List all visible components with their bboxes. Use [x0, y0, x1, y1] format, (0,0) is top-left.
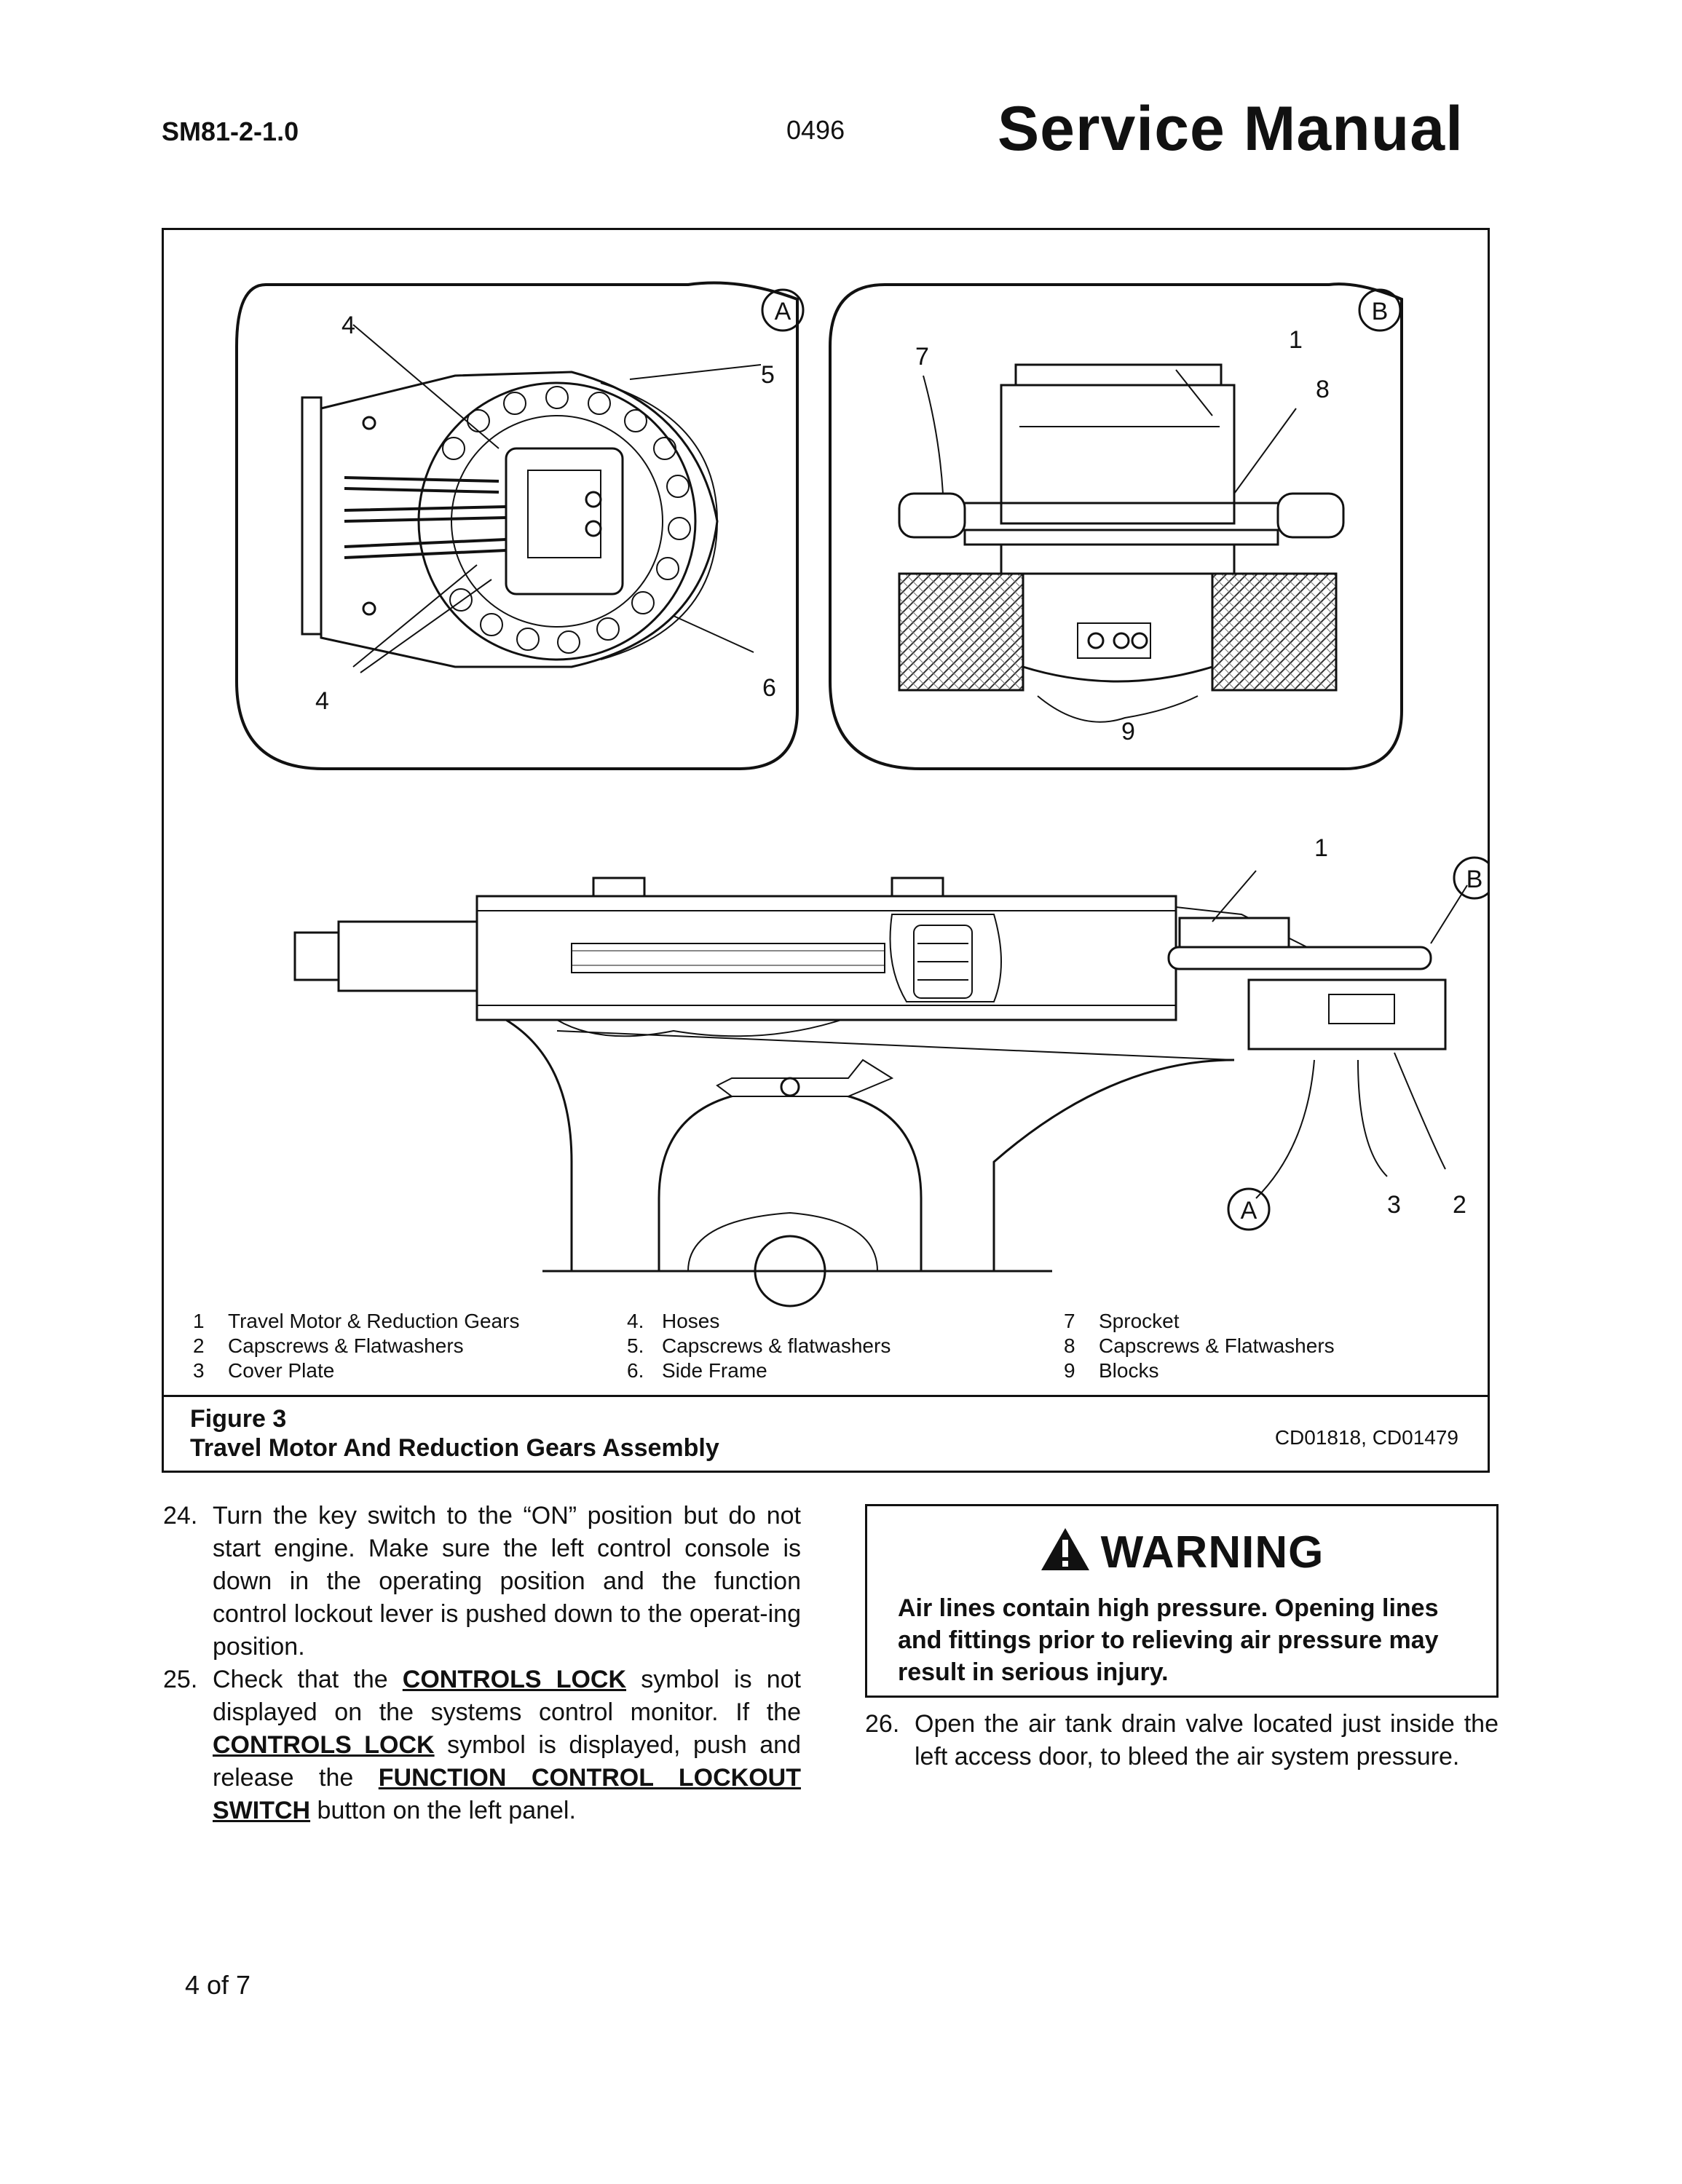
figure-frame: A 4 5 4 6 B 7 1 8 [162, 228, 1490, 1473]
callout-a: A [775, 298, 791, 325]
figure-label: Figure 3 [190, 1405, 287, 1433]
warning-triangle-icon [1041, 1528, 1089, 1570]
step-26: 26. Open the air tank drain valve locate… [865, 1710, 1499, 1770]
callout-8: 8 [1316, 376, 1330, 403]
step-25: 25. Check that the CONTROLS LOCK symbol … [163, 1666, 802, 1824]
bolt-circle [442, 386, 691, 654]
doc-number: SM81-2-1.0 [162, 116, 299, 146]
callout-main-b: B [1466, 866, 1483, 893]
legend-item: Capscrews & Flatwashers [228, 1334, 464, 1357]
drawing-codes: CD01818, CD01479 [1274, 1426, 1458, 1449]
callout-7: 7 [915, 343, 929, 371]
callout-6: 6 [762, 674, 776, 702]
right-column-steps: 26. Open the air tank drain valve locate… [865, 1708, 1499, 1773]
callout-4: 4 [341, 312, 355, 339]
figure-caption: Figure 3 Travel Motor And Reduction Gear… [164, 1395, 1488, 1471]
legend-item: Hoses [662, 1310, 720, 1332]
callout-b: B [1372, 298, 1389, 325]
legend-column-2: 4.Hoses 5.Capscrews & flatwashers 6.Side… [627, 1310, 891, 1382]
function-control-lockout-switch-term: FUNCTION CONTROL LOCKOUT SWITCH [213, 1764, 801, 1824]
detail-panel-a: A 4 5 4 6 [235, 281, 805, 770]
warning-title-row: WARNING [867, 1527, 1496, 1578]
figure-illustration: A 4 5 4 6 B 7 1 8 [235, 281, 1488, 1307]
callout-main-a: A [1241, 1197, 1257, 1224]
legend-item: Sprocket [1099, 1310, 1180, 1332]
callout-main-2: 2 [1453, 1191, 1466, 1219]
left-column-steps: 24. Turn the key switch to the “ON” posi… [163, 1500, 801, 1827]
page-number: 4 of 7 [185, 1970, 251, 2000]
step-24: 24. Turn the key switch to the “ON” posi… [163, 1502, 801, 1661]
legend-item: Travel Motor & Reduction Gears [228, 1310, 520, 1332]
warning-text: Air lines contain high pressure. Opening… [898, 1594, 1439, 1686]
warning-title: WARNING [1100, 1527, 1324, 1578]
legend-item: Blocks [1099, 1359, 1159, 1382]
legend-item: Cover Plate [228, 1359, 335, 1382]
legend-item: Side Frame [662, 1359, 767, 1382]
callout-4b: 4 [315, 687, 329, 715]
controls-lock-term: CONTROLS LOCK [402, 1666, 627, 1693]
manual-title: Service Manual [997, 94, 1464, 164]
detail-panel-b: B 7 1 8 9 [829, 282, 1403, 770]
figure-title: Travel Motor And Reduction Gears Assembl… [190, 1434, 719, 1462]
callout-main-1: 1 [1314, 834, 1328, 862]
warning-box: WARNING Air lines contain high pressure.… [865, 1504, 1499, 1698]
callout-main-3: 3 [1387, 1191, 1401, 1219]
callout-1: 1 [1289, 326, 1303, 354]
date-code: 0496 [786, 115, 845, 145]
legend-item: Capscrews & flatwashers [662, 1334, 891, 1357]
callout-5: 5 [761, 361, 775, 389]
controls-lock-term: CONTROLS LOCK [213, 1731, 435, 1759]
legend-item: Capscrews & Flatwashers [1099, 1334, 1335, 1357]
side-view-assembly: 1 B A 3 2 [293, 834, 1488, 1307]
callout-9: 9 [1121, 718, 1135, 745]
